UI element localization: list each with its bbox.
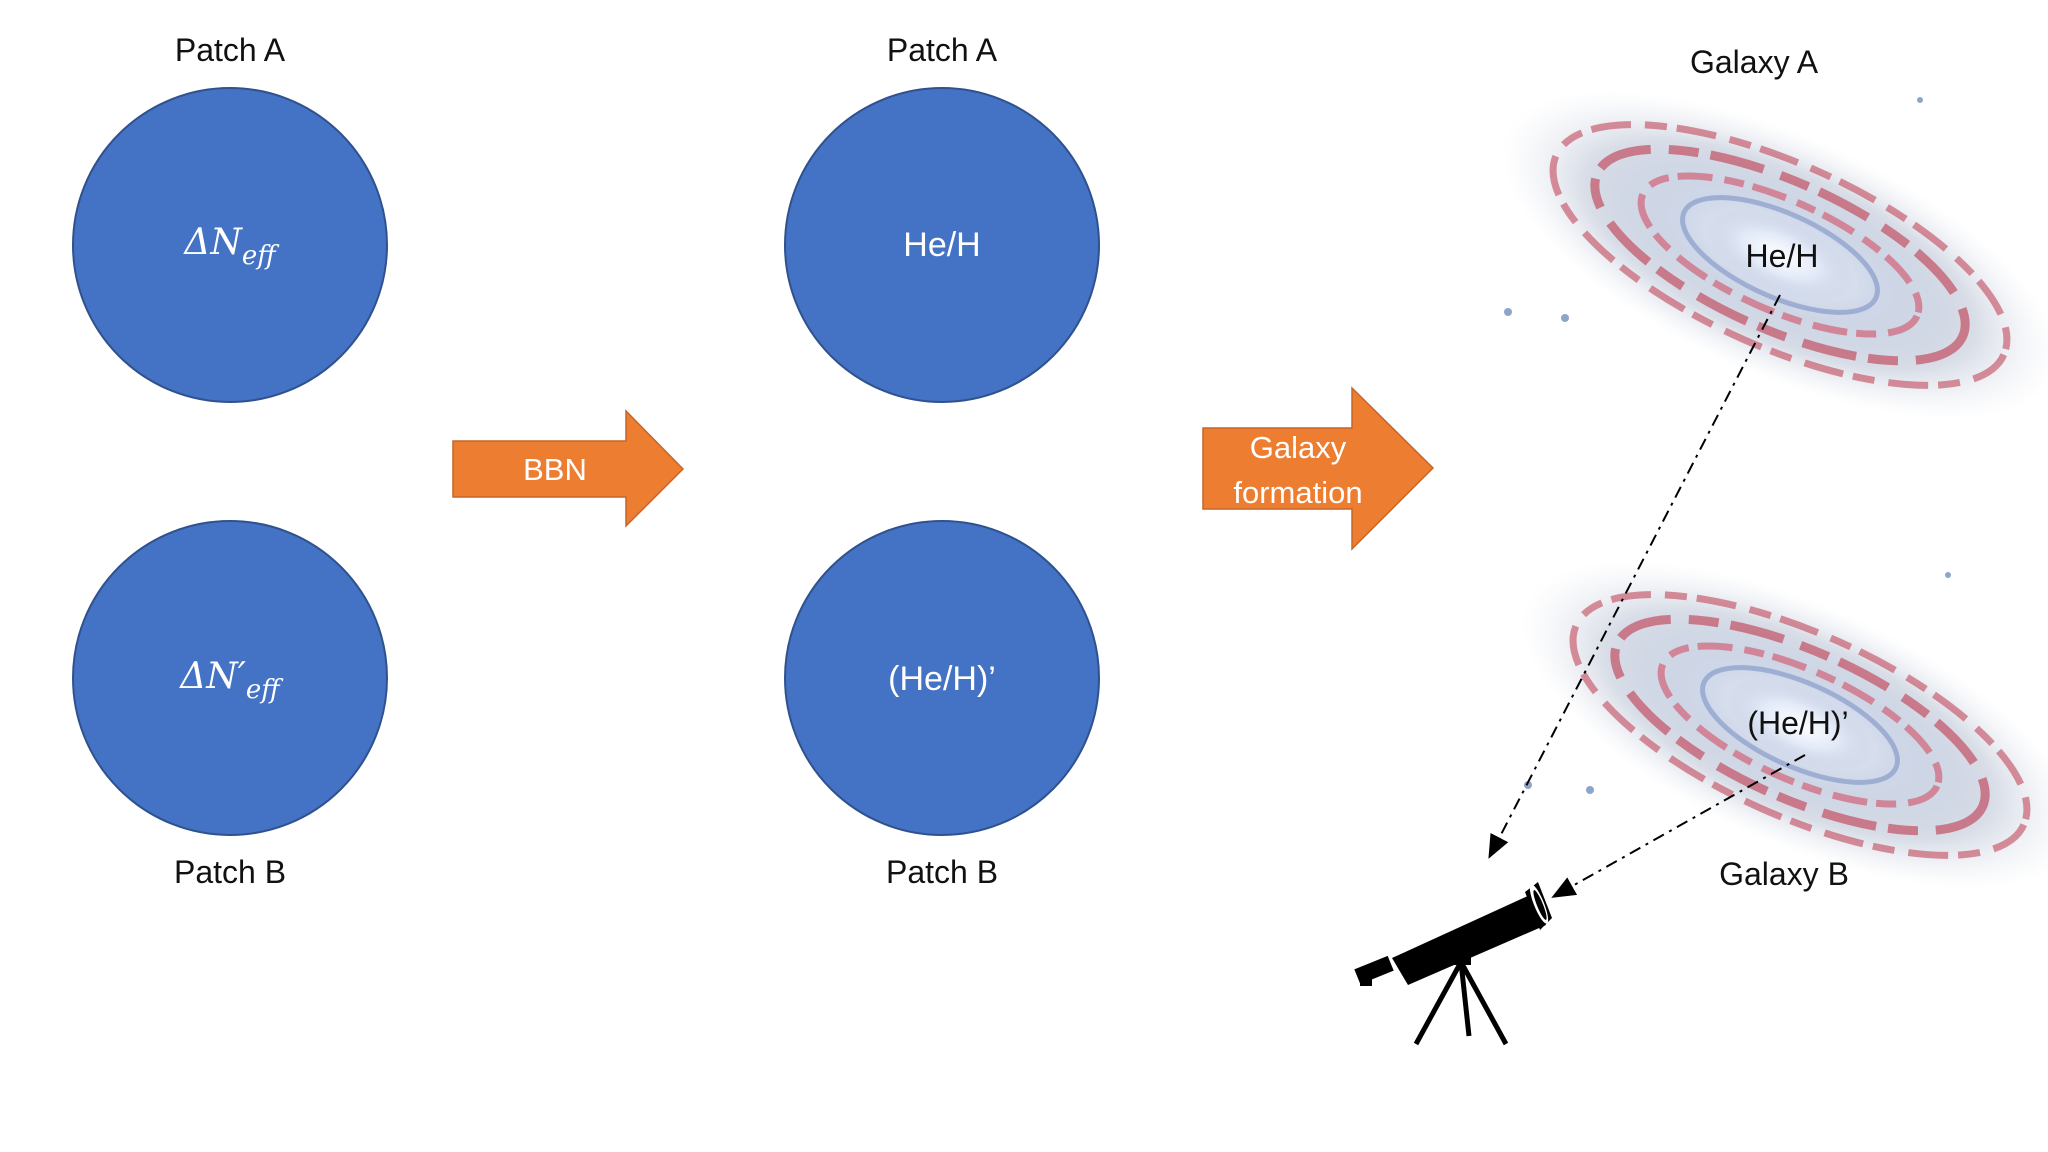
telescope-icon bbox=[1354, 882, 1552, 1046]
galaxy-b-icon bbox=[1521, 560, 2048, 890]
galaxy-formation-label: Galaxy formation bbox=[1198, 425, 1398, 515]
delta-neff-prime-subscript: eff bbox=[245, 675, 280, 705]
heh-value-a: He/H bbox=[903, 226, 981, 264]
galaxy-a-label: Galaxy A bbox=[1689, 44, 1819, 80]
patch-b-neff-circle bbox=[72, 520, 388, 836]
delta-neff-prime-symbol: ΔN′ bbox=[180, 656, 246, 697]
galaxy-formation-arrow bbox=[1202, 386, 1435, 551]
delta-neff-subscript: eff bbox=[241, 241, 276, 271]
delta-neff-symbol: ΔN bbox=[184, 222, 242, 263]
galaxy-a-heh-value: He/H bbox=[1745, 238, 1819, 274]
patch-b-label-left: Patch B bbox=[173, 854, 287, 890]
galaxy-a-icon bbox=[1501, 90, 2048, 420]
patch-a-heh-circle bbox=[784, 87, 1100, 403]
delta-neff-prime-text: ΔN′eff bbox=[130, 656, 330, 705]
patch-b-label-middle: Patch B bbox=[885, 854, 999, 890]
patch-a-neff-circle bbox=[72, 87, 388, 403]
observation-line-b bbox=[1551, 754, 1806, 898]
galaxy-formation-line1: Galaxy bbox=[1249, 430, 1347, 465]
galaxy-formation-line2: formation bbox=[1233, 475, 1363, 510]
galaxy-b-label: Galaxy B bbox=[1719, 856, 1849, 892]
patch-a-label-middle: Patch A bbox=[886, 32, 998, 68]
delta-neff-text: ΔNeff bbox=[130, 222, 330, 271]
patch-a-label-left: Patch A bbox=[174, 32, 286, 68]
patch-b-heh-circle bbox=[784, 520, 1100, 836]
galaxy-b-heh-value: (He/H)’ bbox=[1747, 705, 1849, 741]
heh-value-b: (He/H)’ bbox=[888, 660, 996, 698]
observation-line-a bbox=[1488, 294, 1781, 859]
bbn-arrow bbox=[452, 409, 685, 528]
bbn-label: BBN bbox=[523, 452, 587, 487]
